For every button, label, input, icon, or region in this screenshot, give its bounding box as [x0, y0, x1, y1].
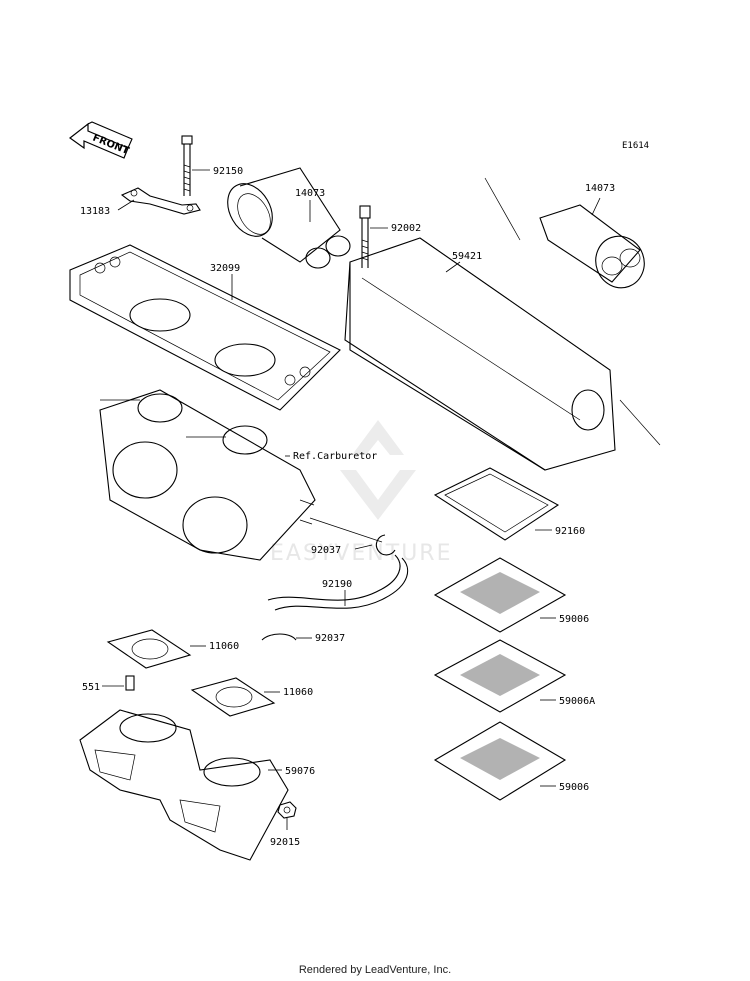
callout-59076: 59076	[285, 766, 315, 777]
callout-ref-carburetor: Ref.Carburetor	[293, 451, 377, 462]
callout-11060-top: 11060	[209, 641, 239, 652]
gasket-11060-bottom	[190, 677, 280, 717]
callout-92190: 92190	[322, 579, 352, 590]
callout-92037-top: 92037	[311, 545, 341, 556]
footer-text: Rendered by LeadVenture, Inc.	[298, 964, 452, 976]
gasket-11060-top	[106, 629, 206, 669]
callout-59421: 59421	[452, 251, 482, 262]
clip-92037-bottom	[261, 633, 312, 641]
callout-32099: 32099	[210, 263, 240, 274]
callout-551: 551	[82, 682, 100, 693]
callout-92160: 92160	[555, 526, 585, 537]
callout-14073-left: 14073	[295, 188, 325, 199]
gasket-92160	[433, 467, 560, 541]
callout-14073-right: 14073	[585, 183, 615, 194]
air-box-59421	[344, 237, 616, 471]
callout-59006A: 59006A	[559, 696, 595, 707]
bolt-92002	[359, 205, 388, 268]
intake-duct-14073-left	[227, 167, 351, 269]
callout-11060-bottom: 11060	[283, 687, 313, 698]
callout-92002: 92002	[391, 223, 421, 234]
carburetor-assembly	[99, 389, 316, 561]
callout-59006-bottom: 59006	[559, 782, 589, 793]
pin-551	[102, 675, 135, 691]
callout-92037-bottom: 92037	[315, 633, 345, 644]
screen-59006-bottom	[433, 721, 567, 801]
callout-59006-top: 59006	[559, 614, 589, 625]
manifold-59076	[79, 709, 289, 861]
watermark: EASYVENTURE	[270, 420, 453, 566]
hose-92190	[267, 554, 409, 611]
callout-92015: 92015	[270, 837, 300, 848]
front-arrow-icon: FRONT	[68, 121, 133, 159]
watermark-text: EASYVENTURE	[270, 541, 453, 566]
bolt-92150	[181, 135, 210, 196]
screen-59006-top	[433, 557, 567, 633]
diagram-code: E1614	[622, 141, 649, 151]
bracket-13183	[117, 187, 201, 215]
screen-59006A	[433, 639, 567, 713]
callout-92150: 92150	[213, 166, 243, 177]
plate-32099	[69, 244, 341, 411]
nut-92015	[277, 801, 297, 830]
clip-92037-top	[309, 517, 396, 556]
callout-13183: 13183	[80, 206, 110, 217]
intake-duct-14073-right	[484, 177, 661, 446]
